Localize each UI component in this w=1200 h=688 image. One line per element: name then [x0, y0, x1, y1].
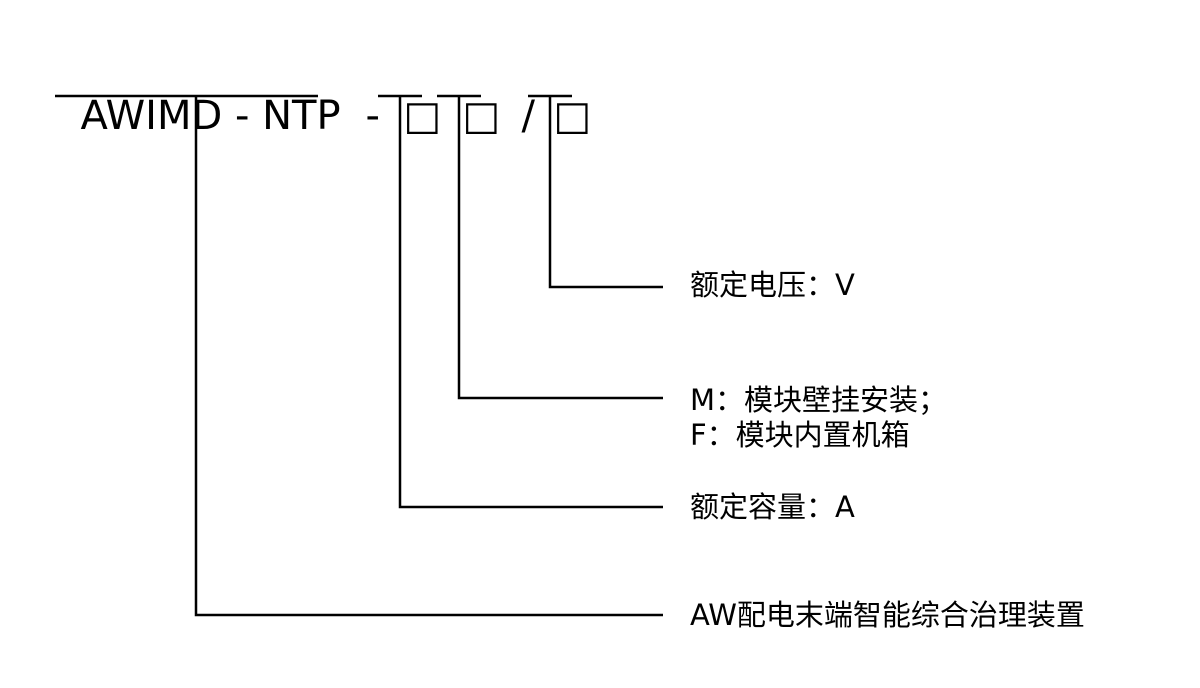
model-box-mount: □: [462, 93, 501, 139]
label-rated-voltage: 额定电压：V: [690, 268, 855, 302]
leader-product-name: [194, 96, 663, 617]
label-product-name: AW配电末端智能综合治理装置: [690, 598, 1085, 632]
model-slash: /: [521, 93, 535, 139]
label-rated-capacity: 额定容量：A: [690, 490, 855, 524]
model-box-capacity: □: [403, 93, 442, 139]
model-prefix: AWIMD - NTP: [80, 93, 341, 139]
leader-mount-type: [457, 96, 663, 400]
model-box-voltage: □: [553, 93, 592, 139]
label-mount-f: F：模块内置机箱: [690, 418, 910, 452]
label-mount-m: M：模块壁挂安装；: [690, 383, 948, 417]
model-separator: -: [365, 93, 380, 139]
leader-rated-capacity: [398, 96, 663, 509]
leader-rated-voltage: [548, 96, 663, 289]
model-code: AWIMD - NTP: [55, 44, 341, 140]
